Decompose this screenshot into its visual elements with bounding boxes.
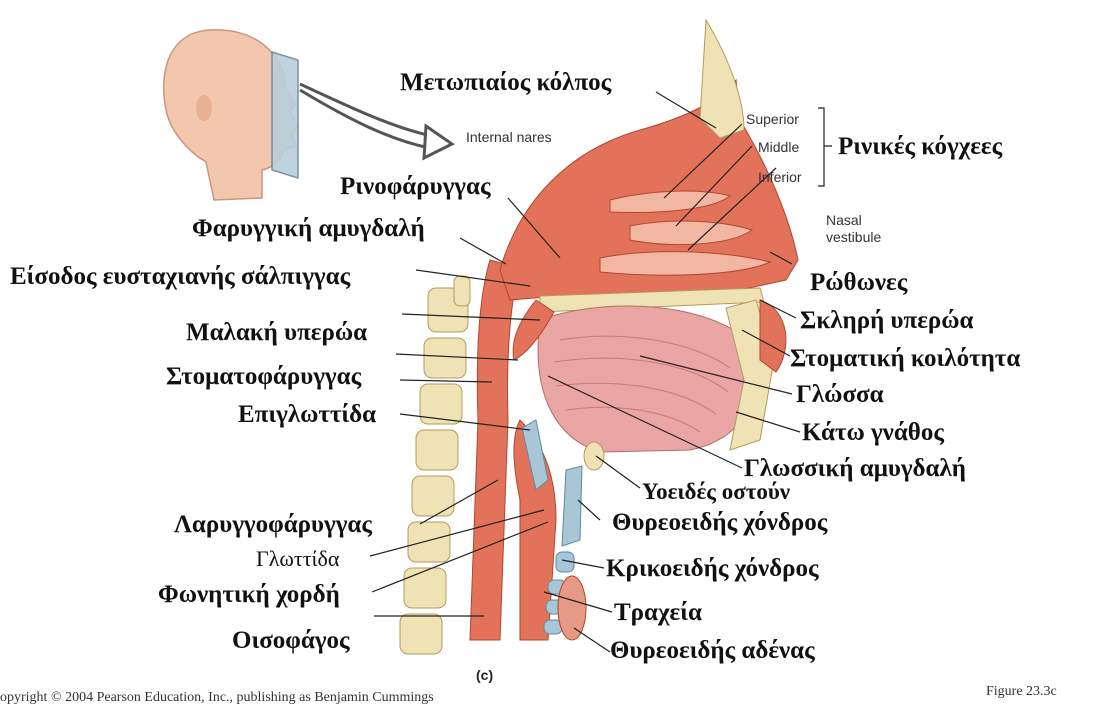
label-thyroid-cartilage: Θυρεοειδής χόνδρος bbox=[612, 510, 827, 535]
tongue bbox=[538, 306, 755, 452]
label-thyroid-gland: Θυρεοειδής αδένας bbox=[610, 638, 815, 663]
panel-label: (c) bbox=[476, 668, 493, 682]
label-nostrils: Ρώθωνες bbox=[810, 270, 907, 295]
label-internal-nares: Internal nares bbox=[466, 130, 552, 144]
label-oral-cavity: Στοματική κοιλότητα bbox=[790, 346, 1020, 371]
label-nasopharynx: Ρινοφάρυγγας bbox=[340, 174, 491, 199]
label-hyoid-bone: Υοειδές οστούν bbox=[642, 480, 790, 503]
label-glottis: Γλωττίδα bbox=[256, 548, 339, 570]
label-mandible: Κάτω γνάθος bbox=[802, 420, 944, 445]
label-superior: Superior bbox=[746, 112, 799, 126]
label-eustachian-opening: Είσοδος ευσταχιανής σάλπιγγας bbox=[10, 264, 350, 289]
copyright-footer: opyright © 2004 Pearson Education, Inc.,… bbox=[0, 690, 434, 706]
vertebral-column bbox=[400, 276, 470, 654]
label-frontal-sinus: Μετωπιαίος κόλπος bbox=[400, 70, 611, 95]
label-trachea: Τραχεία bbox=[614, 600, 702, 625]
label-soft-palate: Μαλακή υπερώα bbox=[186, 320, 367, 345]
label-esophagus: Οισοφάγος bbox=[232, 628, 350, 653]
label-tongue: Γλώσσα bbox=[796, 382, 884, 407]
label-nasal-vestibule: Nasal vestibule bbox=[826, 212, 881, 246]
label-hard-palate: Σκληρή υπερώα bbox=[800, 308, 974, 333]
label-epiglottis: Επιγλωττίδα bbox=[238, 402, 376, 427]
label-inferior: Inferior bbox=[758, 170, 802, 184]
label-cricoid-cartilage: Κρικοειδής χόνδρος bbox=[606, 556, 819, 581]
figure-number: Figure 23.3c bbox=[986, 684, 1057, 700]
label-nasal-conchae: Ρινικές κόγχεες bbox=[838, 134, 1002, 159]
label-laryngopharynx: Λαρυγγοφάρυγγας bbox=[174, 512, 372, 537]
section-plane-icon bbox=[272, 52, 298, 178]
label-oropharynx: Στοματοφάρυγγας bbox=[166, 364, 361, 389]
label-vocal-cord: Φωνητική χορδή bbox=[158, 582, 340, 607]
nasal-cavity bbox=[500, 20, 798, 300]
label-pharyngeal-tonsil: Φαρυγγική αμυγδαλή bbox=[192, 216, 425, 241]
label-lingual-tonsil: Γλωσσική αμυγδαλή bbox=[744, 456, 966, 481]
label-middle: Middle bbox=[758, 140, 799, 154]
